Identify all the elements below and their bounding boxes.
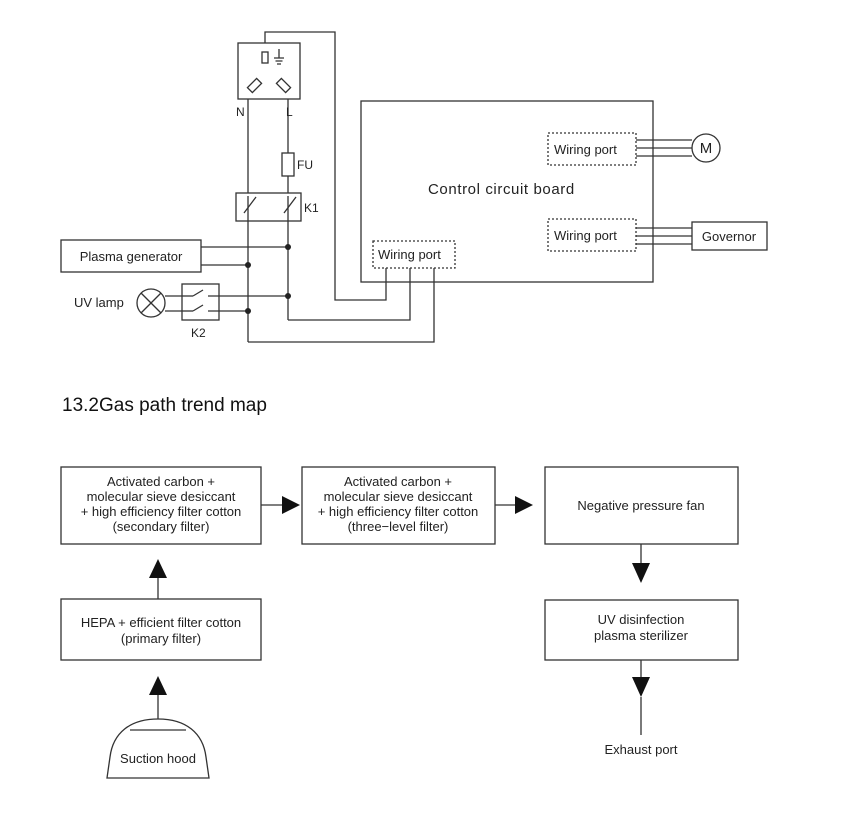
wiring-port-left — [372, 240, 456, 269]
power-socket — [237, 42, 301, 100]
uv-sterilizer-line-1: UV disinfection — [598, 612, 685, 627]
three-level-filter-line-3: + high efficiency filter cotton — [318, 504, 479, 519]
section-title: 13.2Gas path trend map — [62, 395, 267, 416]
wiring-port-governor — [547, 218, 637, 252]
socket-l-pin — [275, 77, 292, 94]
ground-pin — [261, 51, 269, 64]
flow-arrow-right — [515, 496, 533, 514]
three-level-filter-line-1: Activated carbon + — [344, 474, 452, 489]
motor-label: M — [700, 140, 713, 157]
governor-label: Governor — [702, 229, 757, 244]
label-l: L — [286, 105, 293, 119]
label-fu: FU — [297, 158, 313, 172]
suction-hood-shape — [106, 718, 210, 779]
label-k1: K1 — [304, 201, 319, 215]
junction-dot — [245, 262, 251, 268]
junction-dot — [245, 308, 251, 314]
switch-k1 — [235, 192, 302, 222]
earth-wire — [264, 31, 387, 301]
secondary-filter-line-4: (secondary filter) — [113, 519, 210, 534]
motor-icon — [691, 133, 721, 163]
junction-dot — [285, 244, 291, 250]
secondary-filter-line-3: + high efficiency filter cotton — [81, 504, 242, 519]
three-level-filter-line-4: (three−level filter) — [348, 519, 449, 534]
primary-filter-box — [60, 598, 262, 661]
primary-filter-line-2: (primary filter) — [121, 631, 201, 646]
flow-arrow-up — [149, 559, 167, 578]
ground-icon — [274, 49, 284, 65]
label-k2: K2 — [191, 326, 206, 340]
flow-arrow-down — [632, 677, 650, 697]
socket-n-pin — [246, 77, 263, 94]
junction-dot — [285, 293, 291, 299]
secondary-filter-line-2: molecular sieve desiccant — [87, 489, 236, 504]
primary-filter-line-1: HEPA + efficient filter cotton — [81, 615, 241, 630]
label-n: N — [236, 105, 245, 119]
uv-sterilizer-line-2: plasma sterilizer — [594, 628, 689, 643]
uv-lamp-label: UV lamp — [74, 295, 124, 310]
suction-hood-label: Suction hood — [120, 751, 196, 766]
three-level-filter-line-2: molecular sieve desiccant — [324, 489, 473, 504]
flow-arrow-down — [632, 563, 650, 583]
uv-lamp-icon — [136, 288, 166, 318]
switch-k2 — [181, 283, 220, 321]
control-board-label: Control circuit board — [428, 181, 575, 198]
secondary-filter-line-1: Activated carbon + — [107, 474, 215, 489]
flow-arrow-right — [282, 496, 300, 514]
plasma-generator-label: Plasma generator — [80, 249, 183, 264]
wiring-port-governor-label: Wiring port — [554, 228, 617, 243]
wiring-port-motor-label: Wiring port — [554, 142, 617, 157]
control-board — [360, 100, 654, 283]
wiring-port-left-label: Wiring port — [378, 247, 441, 262]
wiring-diagram: N L FU K1 K2 Control circuit board Wirin… — [60, 31, 768, 343]
flow-arrow-up — [149, 676, 167, 695]
fan-label: Negative pressure fan — [577, 498, 704, 513]
governor-box — [691, 221, 768, 251]
wiring-port-motor — [547, 132, 637, 166]
exhaust-port-label: Exhaust port — [605, 742, 678, 757]
plasma-generator-box — [60, 239, 202, 273]
